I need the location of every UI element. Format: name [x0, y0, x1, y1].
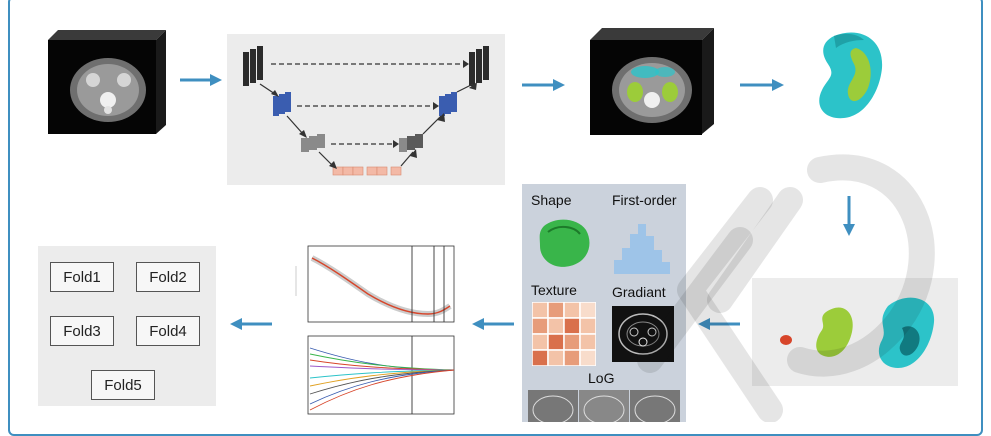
unet-diagram-icon: [243, 46, 489, 176]
fold1-box: Fold1: [50, 262, 114, 292]
log-label: LoG: [588, 370, 615, 386]
log-images-icon: [528, 390, 680, 422]
fold2-box: Fold2: [136, 262, 200, 292]
gradient-image-icon: [612, 306, 674, 362]
texture-matrix-icon: [532, 302, 596, 366]
shape-blob-icon: [539, 219, 590, 267]
lasso-plot-icon: [288, 236, 460, 422]
texture-label: Texture: [531, 282, 577, 298]
arrow-down-icon: [843, 196, 855, 236]
arrow-left-icon: [472, 318, 514, 330]
arrow-right-icon: [522, 79, 565, 91]
histogram-icon: [614, 224, 670, 274]
fold3-box: Fold3: [50, 316, 114, 346]
gradiant-label: Gradiant: [612, 284, 666, 300]
shape-label: Shape: [531, 192, 572, 208]
arrow-left-icon: [230, 318, 272, 330]
kidney-3d-icon: [819, 32, 883, 119]
arrow-right-icon: [180, 74, 222, 86]
fold4-box: Fold4: [136, 316, 200, 346]
ct-volume-icon: [48, 30, 166, 134]
arrow-left-icon: [698, 318, 740, 330]
first-order-label: First-order: [612, 192, 677, 208]
fold5-box: Fold5: [91, 370, 155, 400]
segmented-volume-icon: [590, 28, 714, 135]
segmented-parts-icon: [780, 297, 935, 368]
arrow-right-icon: [740, 79, 784, 91]
